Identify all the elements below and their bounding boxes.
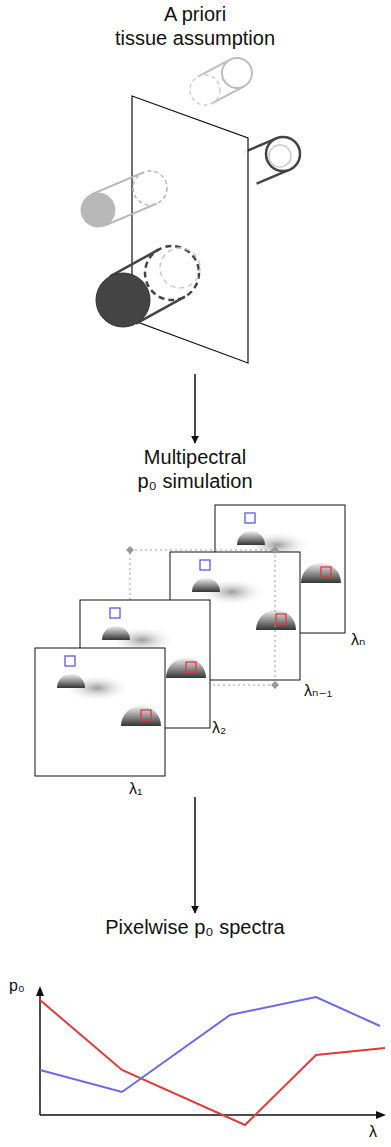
spectra-chart [36, 986, 386, 1125]
axis-arrow [376, 1111, 386, 1119]
red-spectrum [40, 1000, 385, 1125]
axis-arrow [36, 986, 44, 996]
axis-label: λ [368, 1122, 378, 1141]
wavelength-label: λₙ [350, 630, 366, 649]
vessel-end [81, 193, 115, 227]
stage-heading: A priori tissue assumption [95, 2, 295, 50]
flow-arrow [194, 374, 196, 443]
stage-block: A priori tissue assumption [95, 2, 295, 372]
stage-block: Multipectral p₀ simulation [95, 445, 295, 795]
image-plane [132, 96, 248, 363]
wavelength-image [35, 648, 165, 776]
vessel-end [266, 137, 300, 171]
vessel-section [145, 246, 199, 300]
axis-label: p₀ [8, 976, 26, 995]
wavelength-label: λ₁ [128, 779, 143, 798]
vessel-end [96, 273, 150, 327]
stage-heading: Multipectral p₀ simulation [95, 445, 295, 493]
stage-block: Pixelwise p₀ spectra [95, 915, 295, 1143]
tissue-model [81, 58, 300, 363]
flow-arrow [194, 797, 196, 913]
y-axis [39, 990, 41, 1115]
vessel-section [133, 171, 167, 205]
stage-heading: Pixelwise p₀ spectra [95, 915, 295, 939]
vessel-section [160, 248, 200, 288]
wavelength-label: λₙ₋₁ [303, 681, 333, 700]
blue-spectrum [40, 997, 380, 1092]
vessel-inner [269, 145, 291, 167]
vessel-end [222, 58, 252, 88]
image-stack [35, 505, 345, 776]
x-axis [40, 1114, 382, 1116]
vessel-section [190, 75, 220, 105]
wavelength-label: λ₂ [211, 718, 227, 737]
